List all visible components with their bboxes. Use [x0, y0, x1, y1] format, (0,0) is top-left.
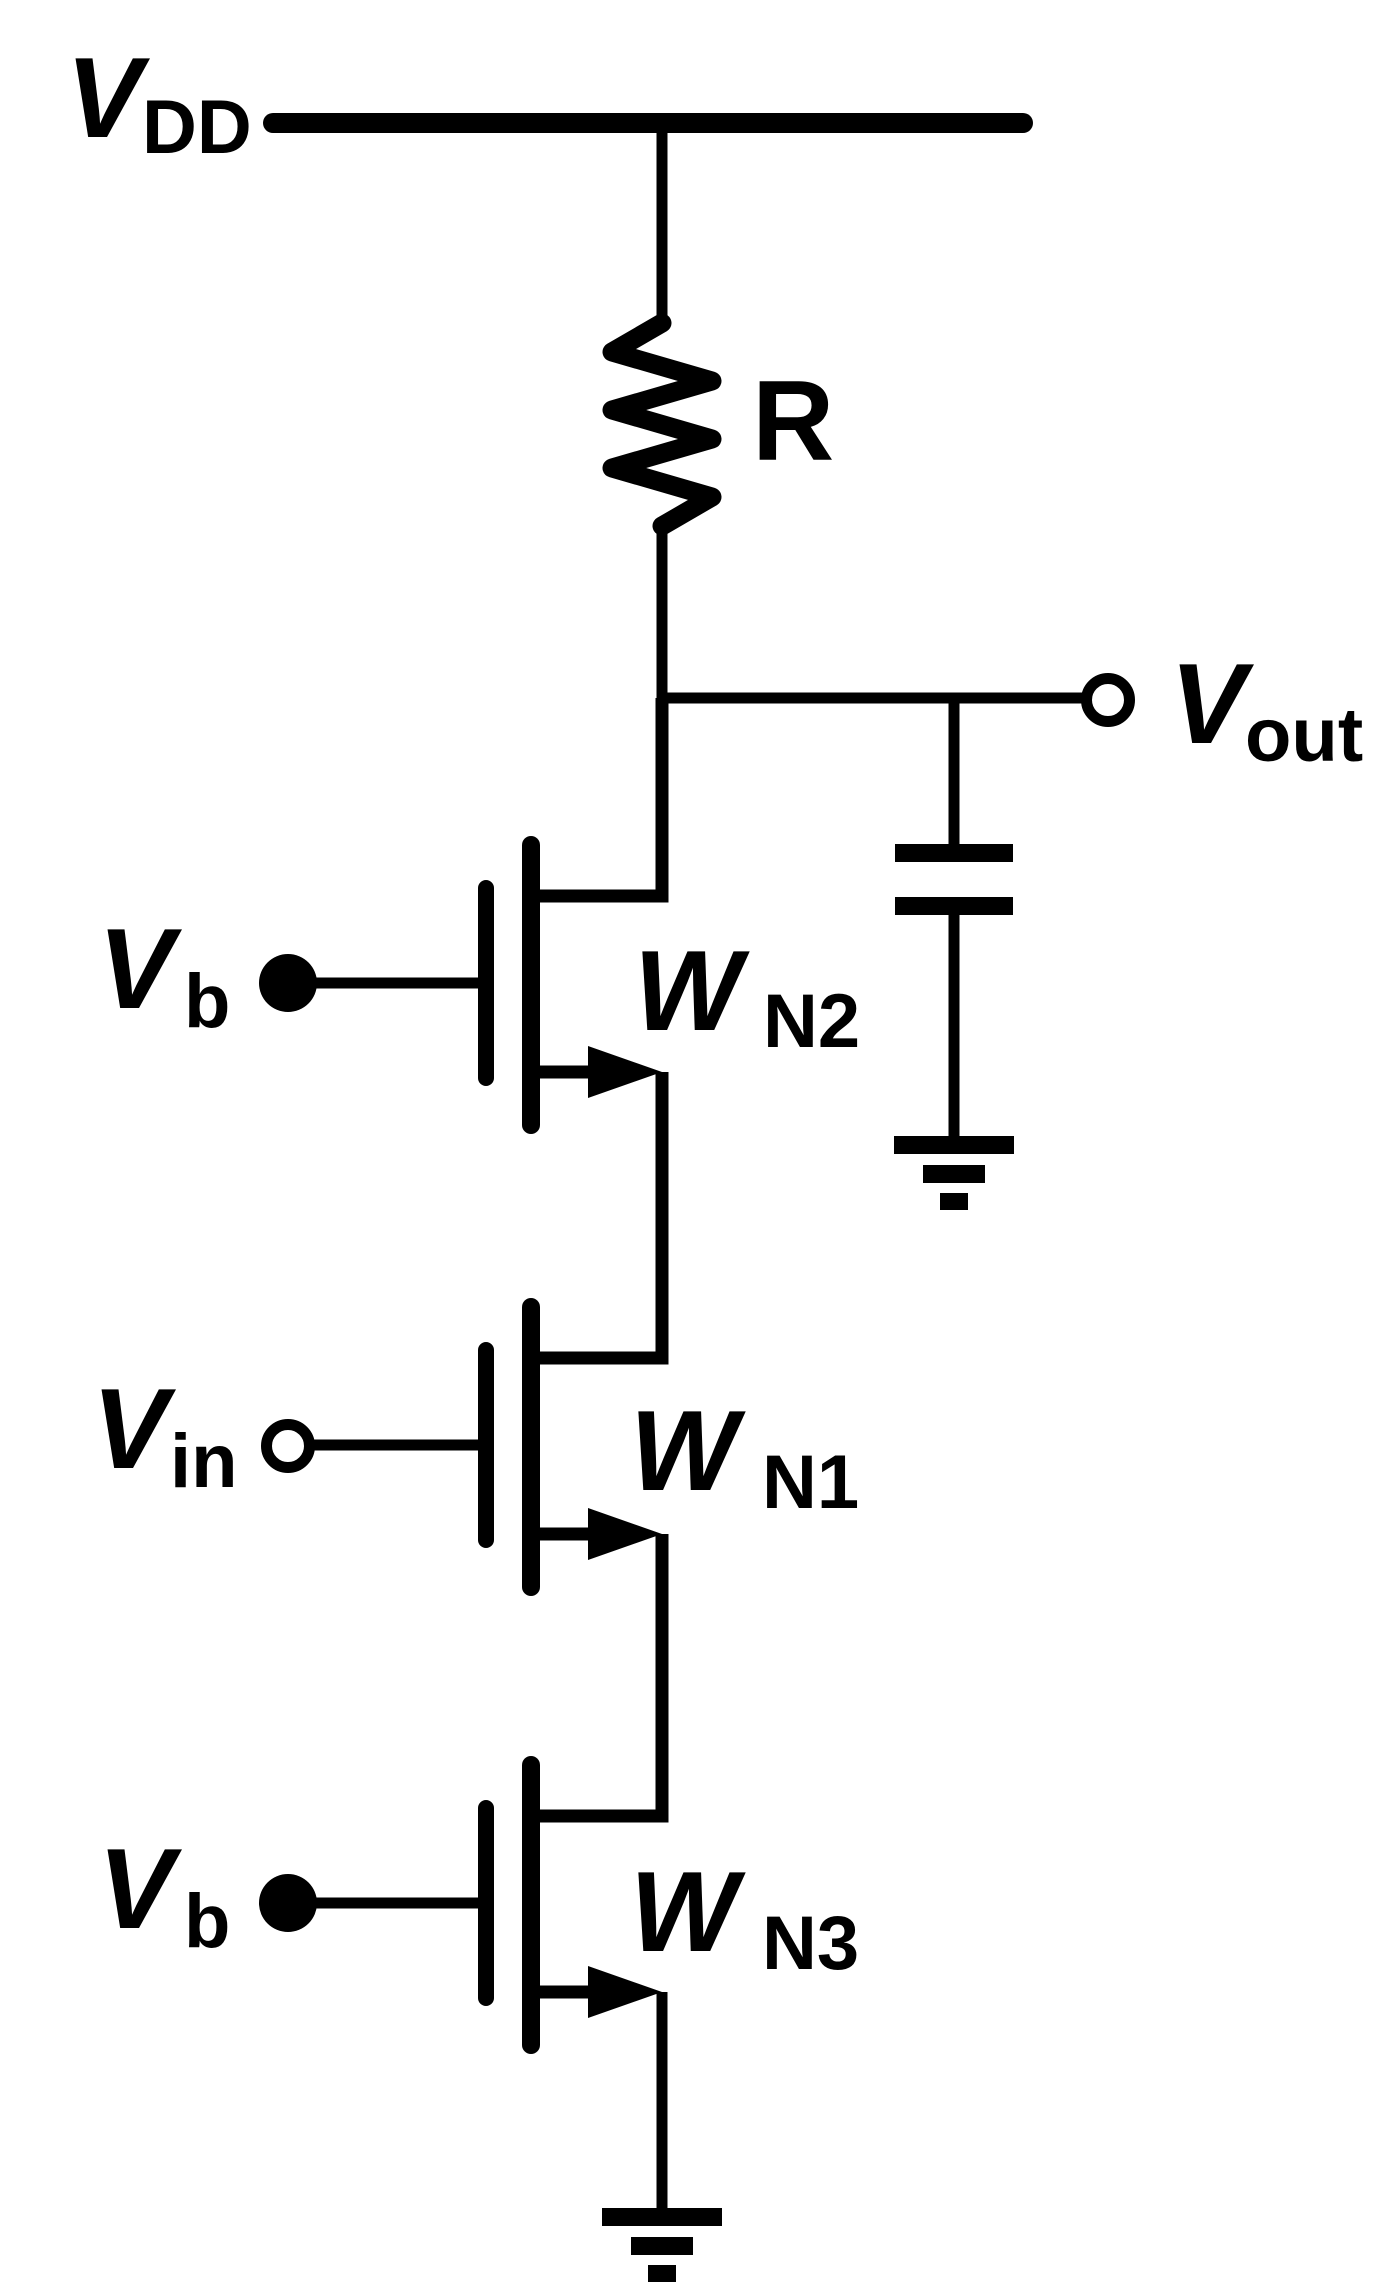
vb-top-label: V b: [98, 906, 230, 1044]
nmos-wn1: [261, 1298, 662, 1596]
vdd-label-main: V: [66, 35, 150, 162]
wire-wn2-to-wn1: [537, 1072, 669, 1365]
ground-bar-wide: [894, 1136, 1014, 1154]
capacitor-top-plate: [895, 844, 1013, 862]
ground-bar-wide: [602, 2208, 722, 2226]
capacitor-bottom-plate: [895, 897, 1013, 915]
wire-wn1-to-wn3: [537, 1534, 669, 1823]
vb-top-label-sub: b: [184, 959, 230, 1044]
wn1-label-sub: N1: [762, 1440, 859, 1525]
vb-top-label-main: V: [98, 906, 182, 1033]
vin-label-main: V: [92, 1366, 176, 1493]
wn1-label-main: W: [630, 1388, 746, 1515]
wn2-drain-wire: [537, 698, 669, 903]
vb-bottom-label-main: V: [98, 1826, 182, 1953]
resistor-label: R: [752, 358, 834, 485]
wn3-source-arrow: [588, 1966, 662, 2018]
vin-label: V in: [92, 1366, 238, 1504]
ground-bar-medium: [631, 2237, 693, 2255]
wn2-label-sub: N2: [763, 979, 860, 1064]
vb-top-node-dot: [259, 954, 317, 1012]
wn3-label-main: W: [630, 1849, 746, 1976]
vb-bottom-label: V b: [98, 1826, 230, 1964]
capacitor: [895, 698, 1013, 1140]
vdd-label-sub: DD: [142, 85, 252, 170]
resistor-zigzag: [602, 313, 722, 536]
wn1-label: W N1: [630, 1388, 859, 1525]
ground-bar-medium: [923, 1165, 985, 1183]
wn2-source-arrow: [588, 1046, 662, 1098]
wn1-source-arrow: [588, 1508, 662, 1560]
ground-symbol-main: [602, 2208, 722, 2282]
wn3-label: W N3: [630, 1849, 859, 1986]
wn2-label-main: W: [634, 928, 750, 1055]
vout-terminal-circle: [1081, 673, 1135, 727]
vout-label-sub: out: [1245, 693, 1363, 778]
vin-terminal-circle: [261, 1419, 315, 1473]
ground-bar-small: [940, 1193, 968, 1210]
wn3-label-sub: N3: [762, 1901, 859, 1986]
nmos-wn3: [259, 1756, 662, 2054]
vout-label: V out: [1170, 641, 1363, 778]
ground-bar-small: [648, 2265, 676, 2282]
ground-symbol-capacitor: [894, 1136, 1014, 1210]
vb-bottom-label-sub: b: [184, 1879, 230, 1964]
wn2-label: W N2: [634, 928, 860, 1064]
nmos-wn2: [259, 698, 669, 1134]
vdd-label: V DD: [66, 35, 252, 170]
vb-bottom-node-dot: [259, 1874, 317, 1932]
vout-label-main: V: [1170, 641, 1254, 768]
vin-label-sub: in: [170, 1419, 238, 1504]
